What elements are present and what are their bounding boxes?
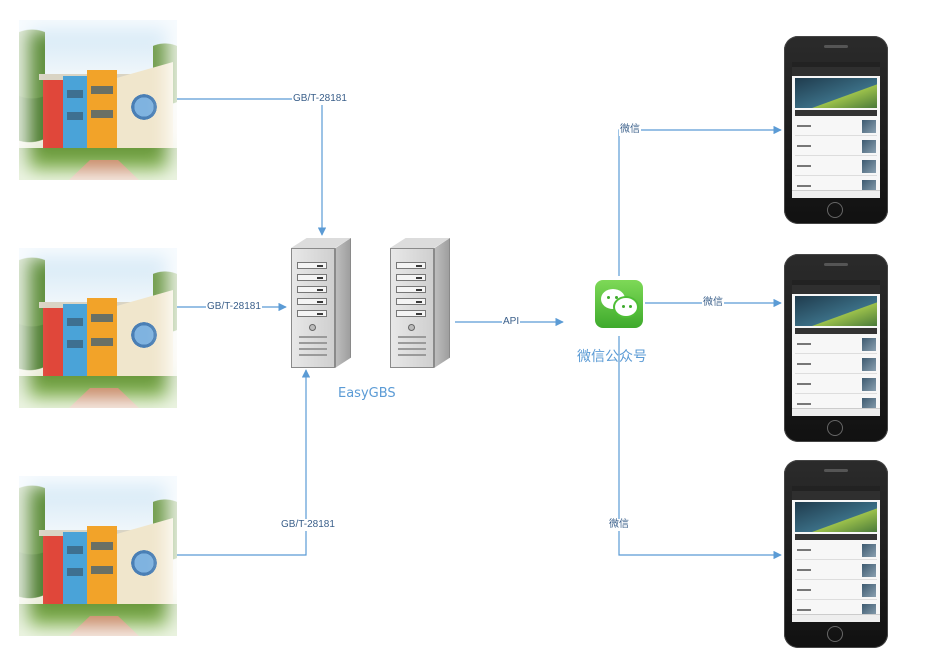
camera-site-1 xyxy=(19,20,177,180)
connector-wechat-top xyxy=(618,125,782,276)
wechat-icon xyxy=(595,280,643,328)
connector-wechat-bottom xyxy=(618,336,782,560)
connector-camera-3 xyxy=(177,369,311,556)
smartphone-icon xyxy=(784,254,888,442)
label-protocol-mid: GB/T-28181 xyxy=(206,301,262,313)
server-tower-icon xyxy=(390,238,450,368)
server-title: EasyGBS xyxy=(338,386,396,401)
label-api: API xyxy=(502,316,521,328)
label-wechat-mid: 微信 xyxy=(702,297,724,309)
camera-site-3 xyxy=(19,476,177,636)
server-tower-icon xyxy=(291,238,351,368)
smartphone-icon xyxy=(784,36,888,224)
label-wechat-bottom: 微信 xyxy=(608,519,630,531)
wechat-title: 微信公众号 xyxy=(577,348,647,364)
label-protocol-top: GB/T-28181 xyxy=(292,93,348,105)
camera-site-2 xyxy=(19,248,177,408)
label-wechat-top: 微信 xyxy=(619,124,641,136)
smartphone-icon xyxy=(784,460,888,648)
connector-camera-1 xyxy=(177,98,327,236)
label-protocol-bottom: GB/T-28181 xyxy=(280,519,336,531)
